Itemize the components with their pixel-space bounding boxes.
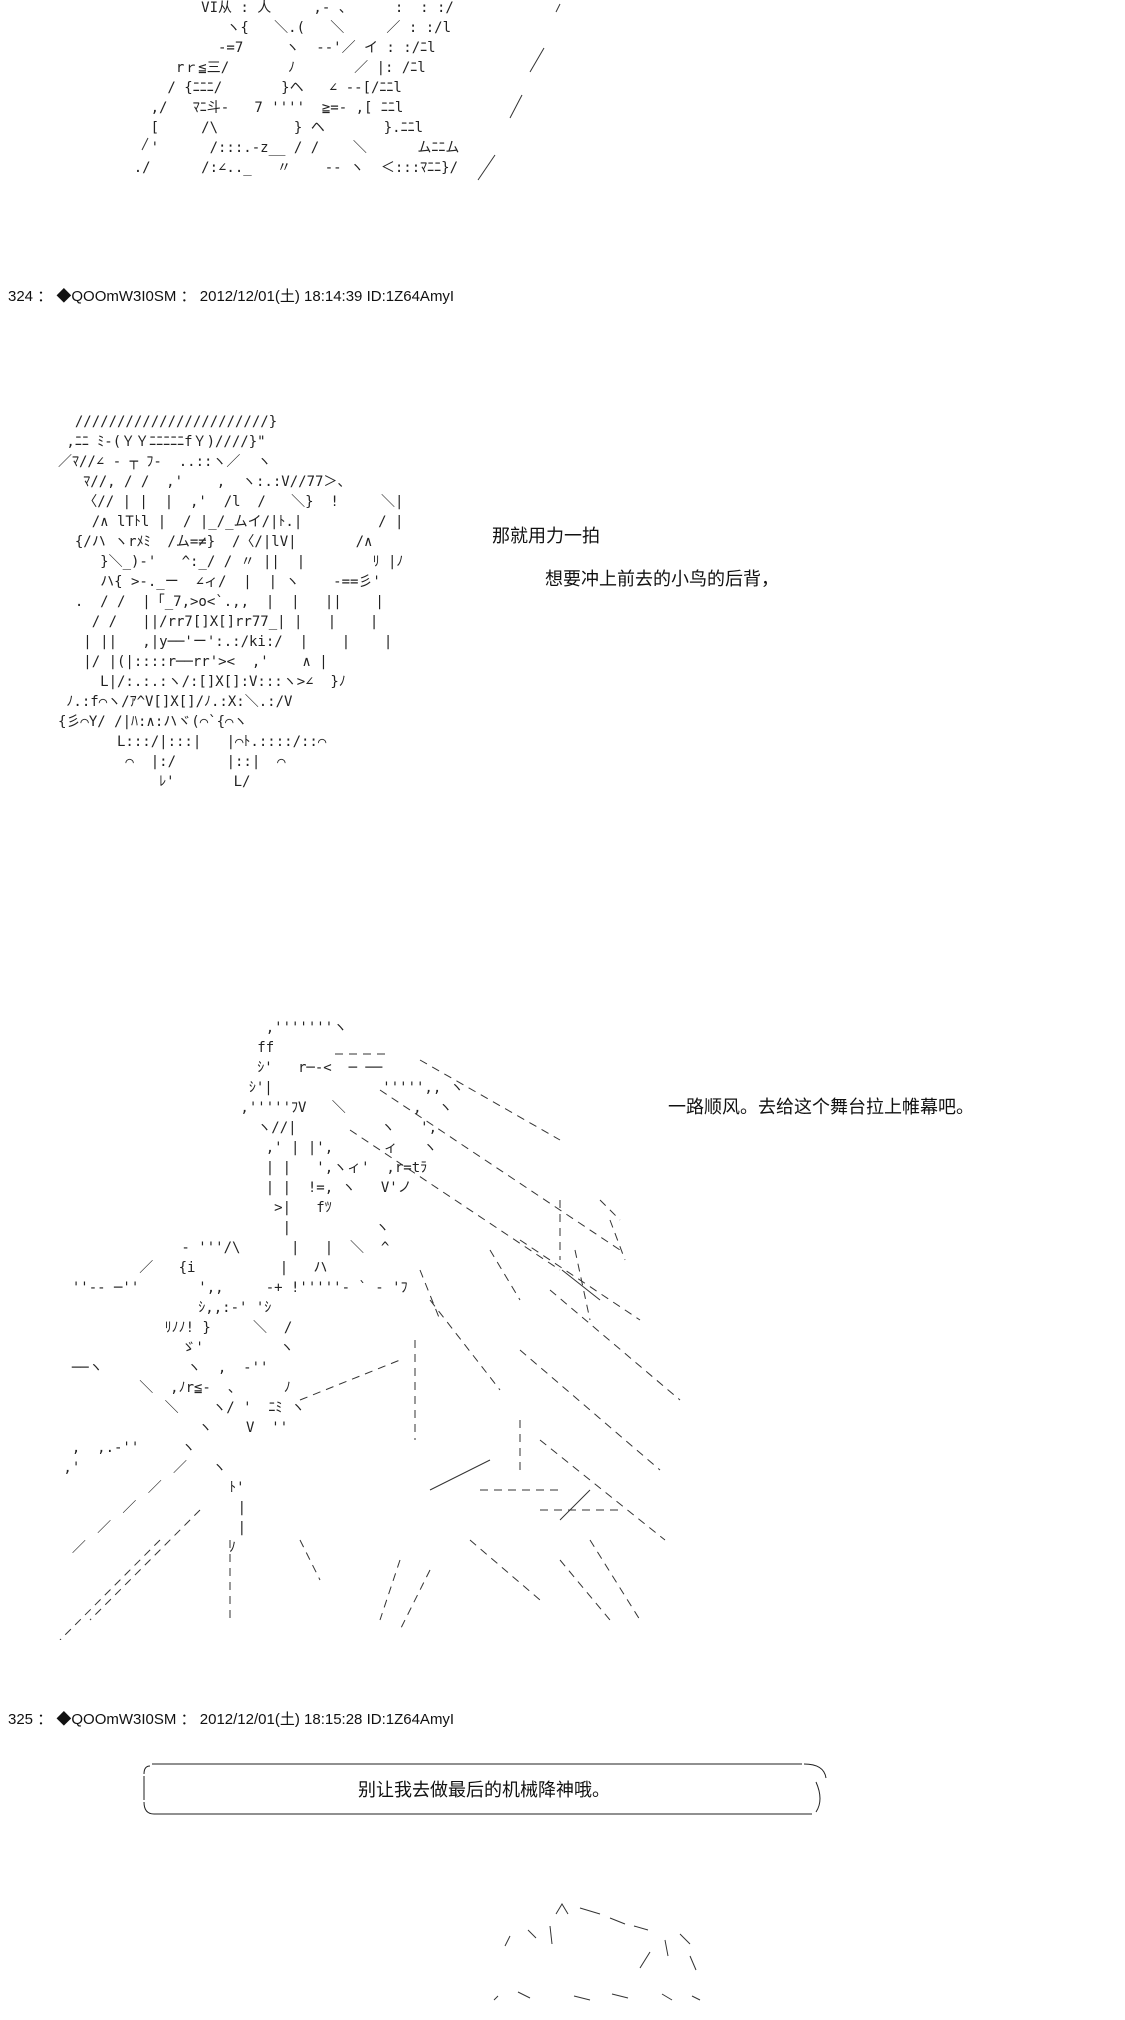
dialogue-line: 那就用力一拍 bbox=[492, 526, 600, 547]
post-number: 324 bbox=[8, 288, 34, 305]
ascii-art-bottom-partial bbox=[493, 1903, 701, 2001]
post-id: ID:1Z64AmyI bbox=[366, 288, 455, 305]
speech-text: 别让我去做最后的机械降神哦。 bbox=[358, 1780, 610, 1801]
dialogue-line: 想要冲上前去的小鸟的后背， bbox=[545, 569, 779, 590]
ascii-art-scene: ,'''''''ヽ ff ｼ' r─-< ─ ── ｼ'| ''''',, ヽ … bbox=[63, 1020, 464, 1556]
post-separator: ： bbox=[180, 288, 196, 305]
post-header: 324 ： ◆QOOmW3I0SM ： 2012/12/01(土) 18:14:… bbox=[8, 285, 454, 306]
post-separator: ： bbox=[37, 1711, 53, 1728]
post-number: 325 bbox=[8, 1711, 34, 1728]
speech-bubble-frame bbox=[143, 1763, 827, 1815]
poster-name: ◆QOOmW3I0SM bbox=[56, 288, 177, 305]
light-strokes-top bbox=[141, 3, 561, 181]
light-strokes-scene bbox=[59, 1053, 681, 1640]
post-time: 18:15:28 bbox=[304, 1711, 363, 1728]
ascii-art-top: VI从 : 人 ,- 、 : : :/ ヽ{ ＼.( ＼ ／ : :/l -=7… bbox=[133, 0, 460, 176]
speech-bubble: 别让我去做最后的机械降神哦。 bbox=[140, 1760, 828, 1818]
poster-name: ◆QOOmW3I0SM bbox=[56, 1711, 177, 1728]
dialogue-line: 一路顺风。去给这个舞台拉上帷幕吧。 bbox=[668, 1097, 974, 1118]
post-separator: ： bbox=[180, 1711, 196, 1728]
post-date: 2012/12/01(土) bbox=[199, 1711, 300, 1728]
post-time: 18:14:39 bbox=[304, 288, 363, 305]
post-header: 325 ： ◆QOOmW3I0SM ： 2012/12/01(土) 18:15:… bbox=[8, 1708, 454, 1729]
ascii-art-portrait: ///////////////////////} ,ﾆﾆ ﾐ-(ＹＹﾆﾆﾆﾆﾆf… bbox=[58, 414, 404, 790]
post-separator: ： bbox=[37, 288, 53, 305]
post-date: 2012/12/01(土) bbox=[199, 288, 300, 305]
post-id: ID:1Z64AmyI bbox=[366, 1711, 455, 1728]
